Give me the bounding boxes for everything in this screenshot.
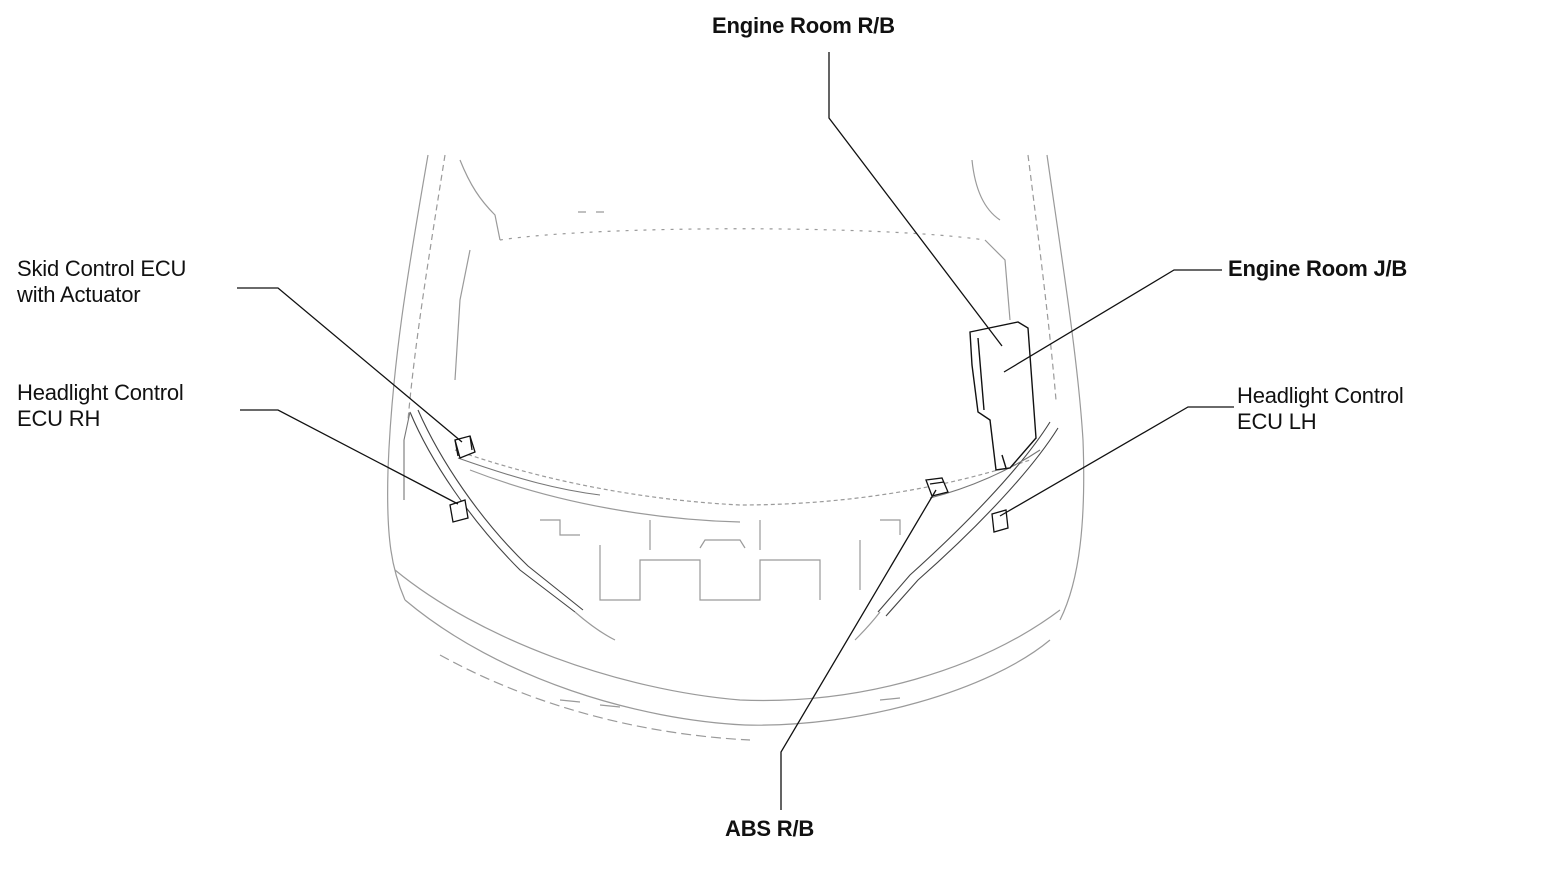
headlight-control-ecu-rh-shape	[449, 499, 469, 523]
leader-headlight-ecu-lh	[999, 406, 1234, 517]
label-abs-rb: ABS R/B	[725, 816, 814, 842]
vehicle-outline	[387, 154, 1085, 741]
headlight-control-ecu-lh-shape	[991, 509, 1009, 533]
headlight-rh-line1: Headlight Control	[17, 380, 184, 405]
skid-control-ecu-shape	[454, 435, 476, 459]
wire-harness-runs	[403, 409, 1059, 617]
skid-control-line1: Skid Control ECU	[17, 256, 187, 281]
label-headlight-control-ecu-lh: Headlight Control ECU LH	[1237, 383, 1404, 435]
skid-control-line2: with Actuator	[17, 282, 141, 307]
abs-rb-shape	[925, 477, 949, 497]
leader-abs-rb	[780, 489, 937, 810]
label-skid-control-ecu: Skid Control ECU with Actuator	[17, 256, 186, 308]
label-headlight-control-ecu-rh: Headlight Control ECU RH	[17, 380, 184, 432]
label-engine-room-rb: Engine Room R/B	[712, 13, 895, 39]
leader-lines	[237, 52, 1234, 810]
leader-headlight-ecu-rh	[240, 409, 459, 505]
engine-room-rb-text: Engine Room R/B	[712, 13, 895, 38]
leader-engine-room-rb	[828, 52, 1003, 347]
engine-room-jb-text: Engine Room J/B	[1228, 256, 1408, 281]
headlight-lh-line1: Headlight Control	[1237, 383, 1404, 408]
leader-skid-control-ecu	[237, 287, 463, 443]
abs-rb-text: ABS R/B	[725, 816, 815, 841]
label-engine-room-jb: Engine Room J/B	[1228, 256, 1407, 282]
leader-engine-room-jb	[1003, 269, 1222, 373]
headlight-lh-line2: ECU LH	[1237, 409, 1317, 434]
headlight-rh-line2: ECU RH	[17, 406, 101, 431]
engine-room-jb-shape	[969, 321, 1037, 471]
